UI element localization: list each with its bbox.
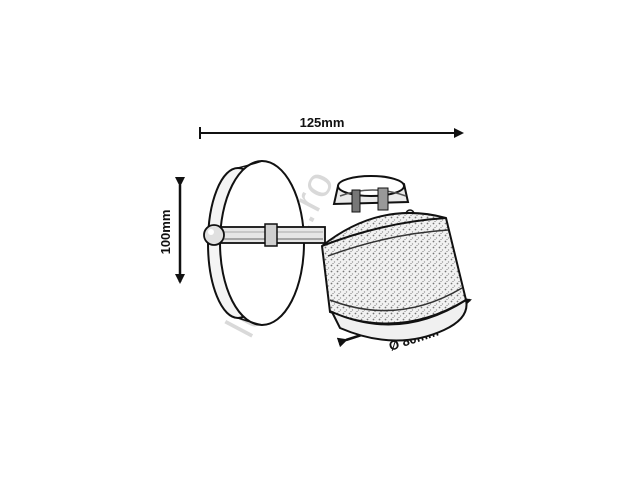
lamp-lens bbox=[329, 298, 468, 342]
arm-knob bbox=[203, 224, 225, 246]
arm bbox=[203, 223, 326, 247]
width-dimension-label: 125mm bbox=[300, 115, 345, 130]
height-dimension: 100mm bbox=[158, 177, 185, 284]
arm-collar bbox=[264, 223, 278, 247]
height-dimension-label: 100mm bbox=[158, 210, 173, 255]
lamp-head bbox=[320, 175, 468, 342]
width-dimension: 125mm bbox=[199, 115, 464, 139]
